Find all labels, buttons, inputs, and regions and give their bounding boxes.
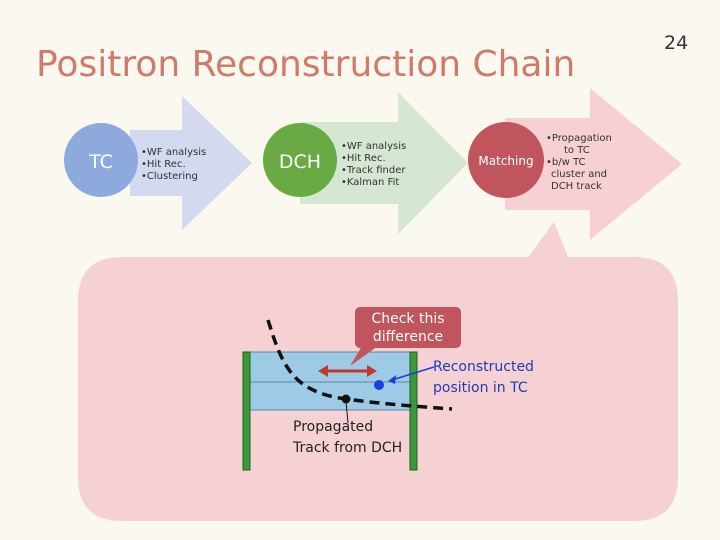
propagated-pointer: [345, 401, 349, 424]
dch-circle: [263, 123, 337, 197]
reco-label-line1: Reconstructed: [433, 359, 534, 375]
dch-step: •WF analysis: [341, 141, 406, 152]
prop-label-line1: Propagated: [293, 419, 373, 435]
tc-label: TC: [88, 151, 113, 173]
dch-step: •Track finder: [341, 165, 406, 176]
difference-arrow-left-head: [318, 365, 328, 377]
slide-title: Positron Reconstruction Chain: [36, 44, 576, 85]
tc-circle: [64, 123, 138, 197]
reconstructed-point: [374, 380, 384, 390]
matching-step: to TC: [564, 145, 590, 156]
propagated-point: [341, 394, 351, 404]
matching-step: DCH track: [551, 181, 602, 192]
matching-label: Matching: [478, 154, 533, 168]
tc-step: •Clustering: [141, 171, 198, 182]
reco-pointer-head: [388, 375, 396, 384]
matching-step: cluster and: [551, 169, 607, 180]
difference-arrow-right-head: [367, 365, 377, 377]
dch-step: •Hit Rec.: [341, 153, 386, 164]
dch-label: DCH: [279, 151, 321, 173]
tc-step: •Hit Rec.: [141, 159, 186, 170]
matching-step: •b/w TC: [546, 157, 585, 168]
tc-arrow: [130, 96, 252, 230]
dch-step: •Kalman Fit: [341, 177, 399, 188]
callout-line2: difference: [373, 329, 443, 345]
callout-tail: [350, 346, 378, 366]
tc-step: •WF analysis: [141, 147, 206, 158]
reco-label-line2: position in TC: [433, 380, 528, 396]
tc-bar-right: [409, 351, 418, 471]
callout-box: [355, 307, 461, 348]
matching-circle: [468, 122, 544, 198]
matching-arrow: [505, 88, 682, 240]
callout-line1: Check this: [371, 311, 444, 327]
dch-arrow: [300, 92, 468, 234]
prop-label-line2: Track from DCH: [292, 440, 402, 456]
reco-pointer: [391, 366, 435, 381]
tc-bar-left: [242, 351, 251, 471]
matching-step: •Propagation: [546, 133, 612, 144]
tc-detector-region: [248, 351, 413, 411]
page-number: 24: [664, 32, 689, 54]
